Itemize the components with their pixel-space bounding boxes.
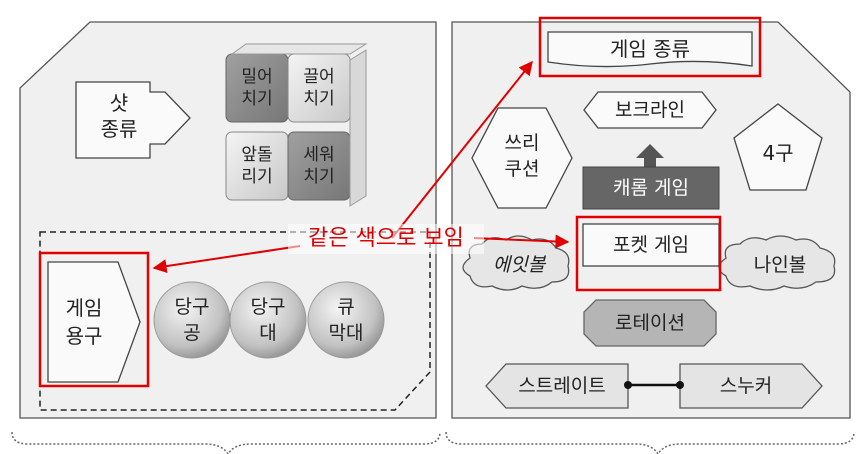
snooker-label: 스누커 [680,373,812,399]
nine-ball-label: 나인볼 [732,252,828,278]
bocrine-label: 보크라인 [584,98,716,122]
annotation-label: 같은 색으로 보임 [288,224,484,254]
ball-billiard-ball-label: 당구 공 [162,294,222,346]
four-ball-label: 4구 [742,140,814,166]
game-types-label: 게임 종류 [548,36,752,62]
carom-label: 캐롬 게임 [583,175,719,201]
three-cushion-label: 쓰리 쿠션 [478,130,566,182]
straight-label: 스트레이트 [496,373,628,399]
left-brace [12,432,440,454]
tile-masse-shot-label: 세워 치기 [288,144,350,188]
pocket-label: 포켓 게임 [583,232,719,258]
tile-3d-top [232,44,366,54]
right-panel [452,22,850,418]
eight-ball-label: 에잇볼 [474,252,564,278]
arrow-to-equipment [154,246,300,268]
up-arrow [636,144,664,170]
tile-draw-shot-label: 끌어 치기 [288,66,350,110]
tile-3d-edge [350,50,366,206]
ball-cue-stick-label: 큐 막대 [316,294,376,346]
equipment-label: 게임 용구 [48,294,120,350]
ball-billiard-table-label: 당구 대 [238,294,298,346]
shot-types-label: 샷 종류 [84,90,154,142]
rotation-label: 로테이션 [584,310,716,336]
tile-push-shot-label: 밀어 치기 [226,66,288,110]
tile-follow-shot-label: 앞돌 리기 [226,144,288,188]
arrow-to-pocket [474,238,568,242]
right-brace [446,432,854,454]
